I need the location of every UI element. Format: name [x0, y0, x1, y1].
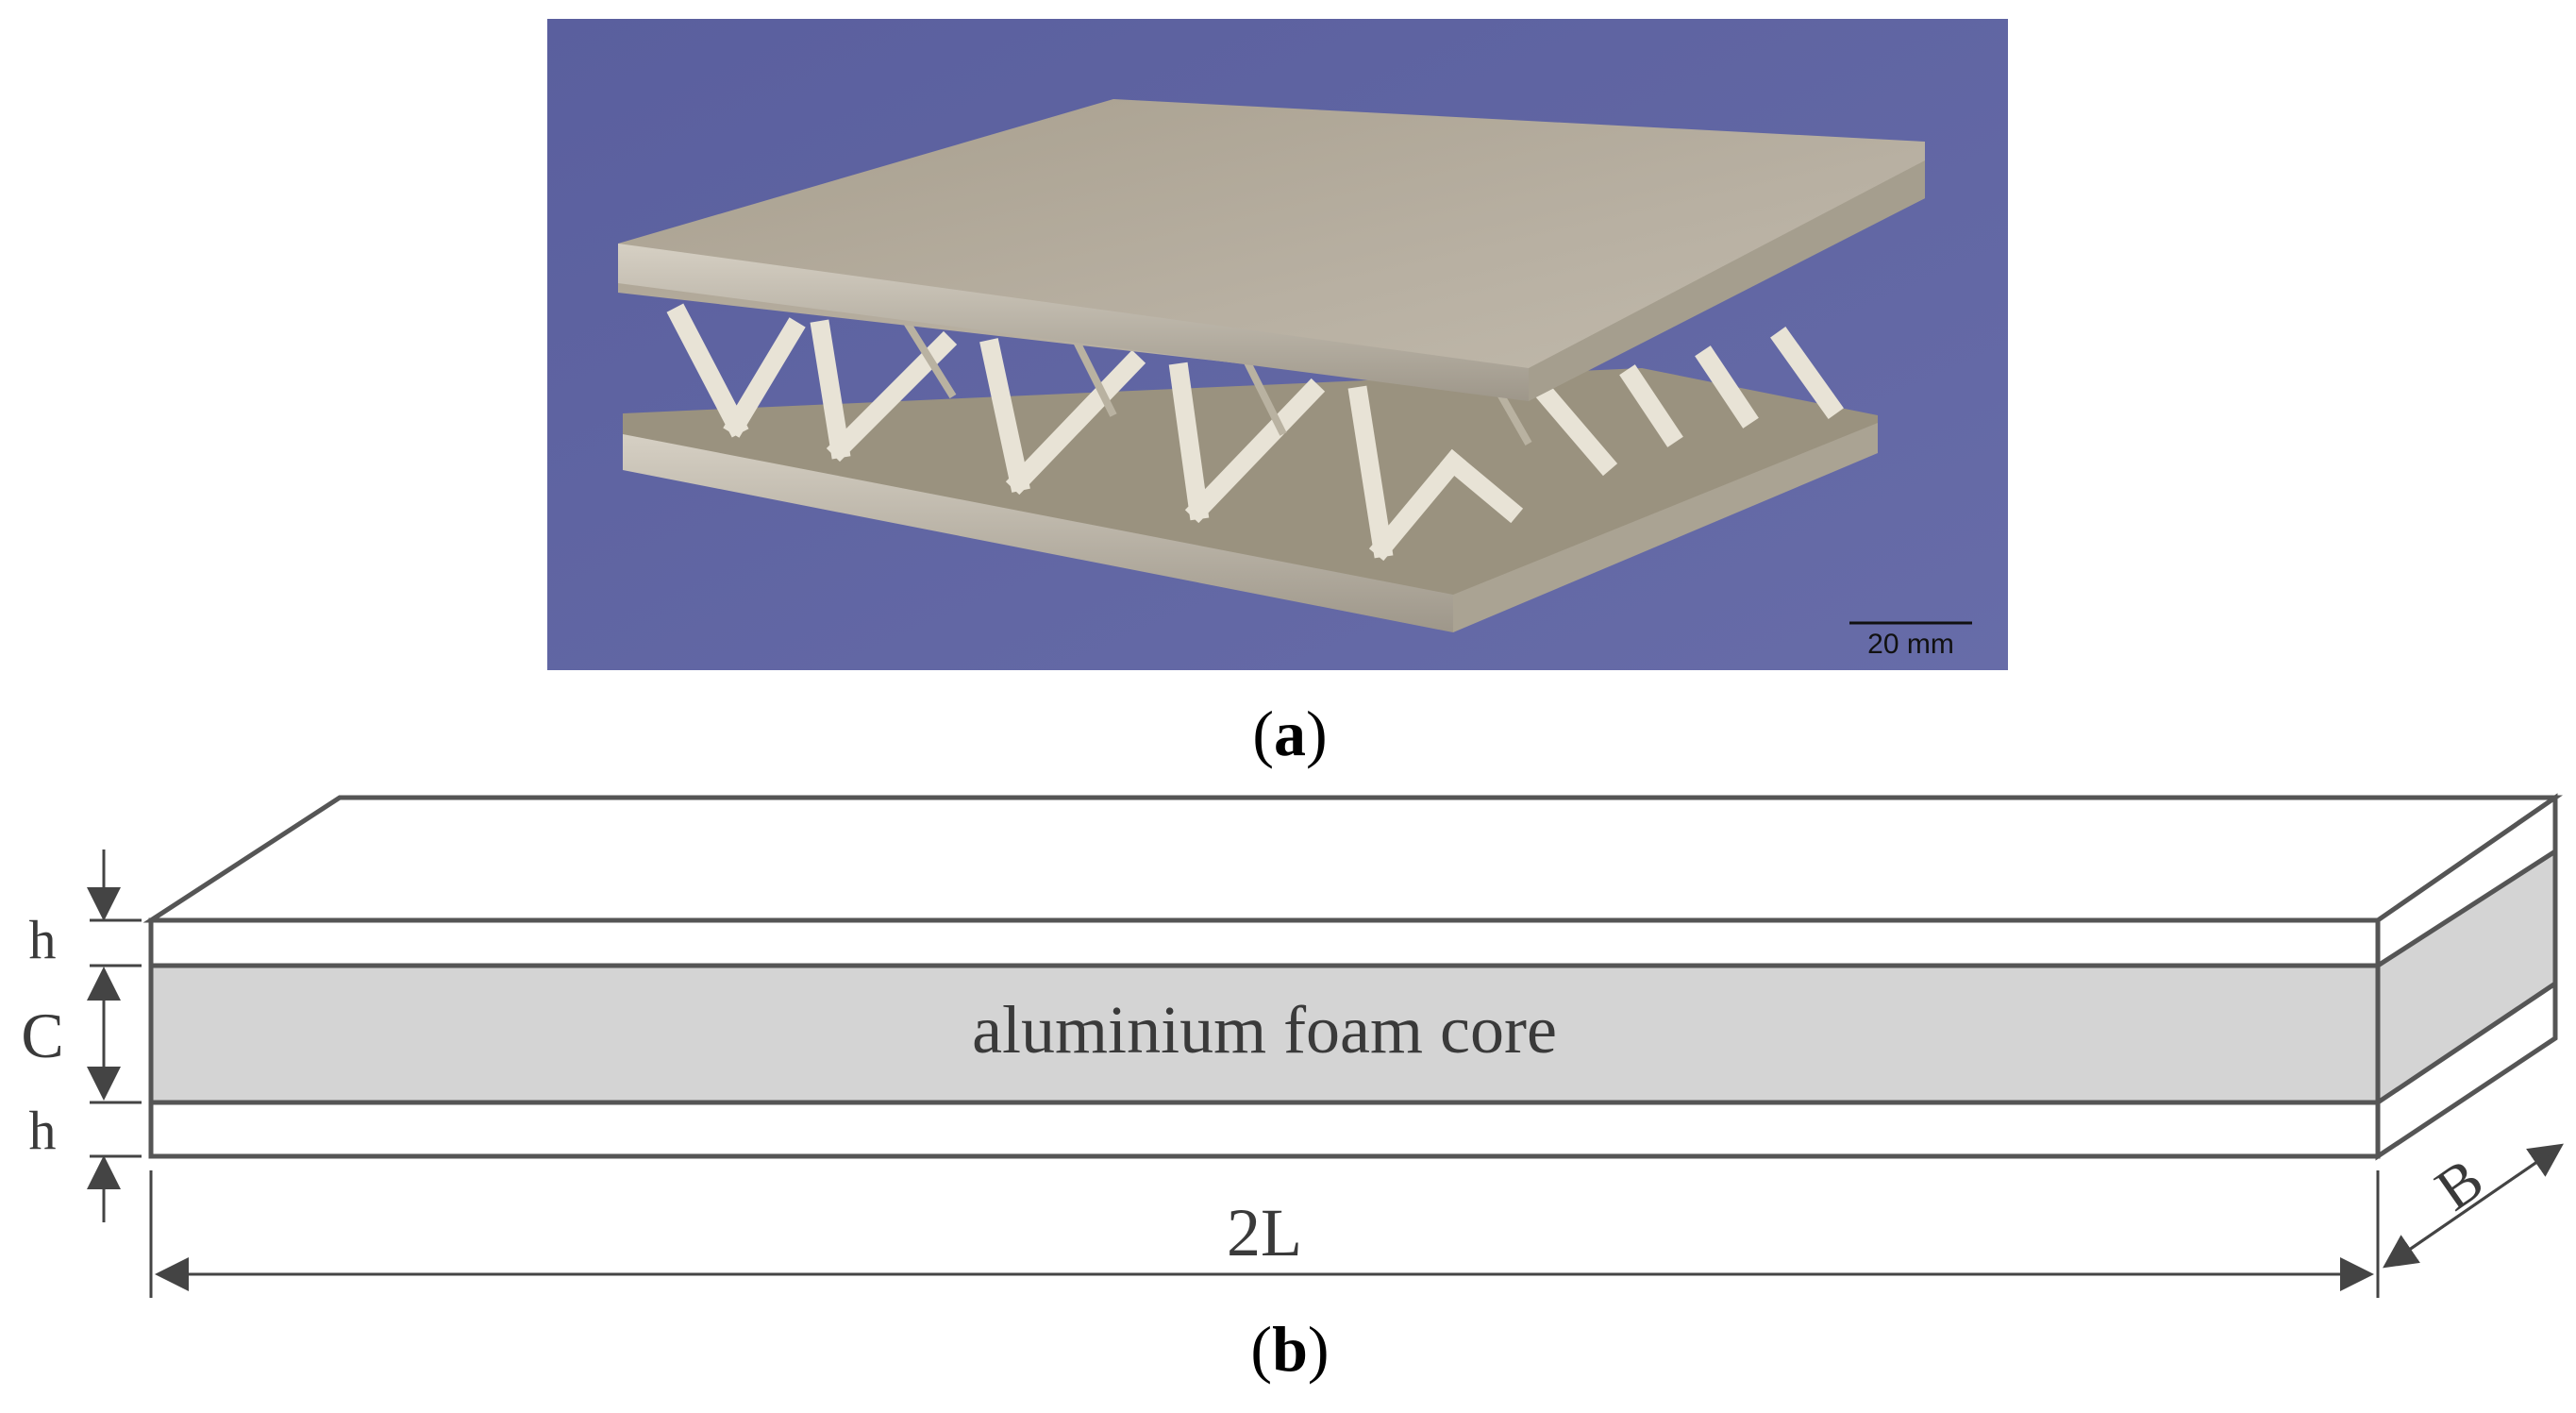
caption-a: (a) [1252, 698, 1328, 769]
foam-core [148, 963, 2381, 1105]
top-face-sheet [148, 917, 2381, 968]
dim-b: B [2423, 1145, 2495, 1223]
bottom-face-sheet [148, 1100, 2381, 1159]
sandwich-beam-diagram: aluminium foam core h C h 2L B [0, 774, 2576, 1321]
caption-b-label: b [1272, 1313, 1308, 1385]
dim-h-top: h [29, 909, 57, 970]
top-face [142, 795, 2564, 923]
dim-2l: 2L [1227, 1195, 1302, 1270]
core-label: aluminium foam core [972, 992, 1557, 1068]
dim-c: C [21, 1000, 63, 1071]
caption-a-label: a [1274, 698, 1306, 769]
dim-h-bottom: h [29, 1100, 57, 1161]
scale-bar-label: 20 mm [1867, 629, 1954, 660]
truss-core [666, 303, 1844, 562]
caption-b: (b) [1250, 1313, 1330, 1385]
sandwich-panel-photo: 20 mm [547, 19, 2008, 670]
